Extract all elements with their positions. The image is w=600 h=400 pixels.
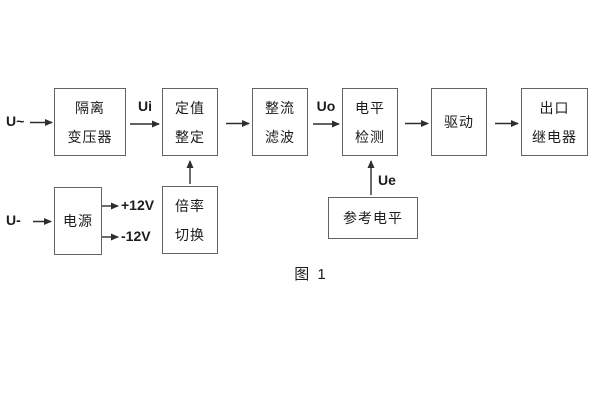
- block-reference-level: 参考电平: [328, 197, 418, 239]
- block-power-supply: 电源: [54, 187, 102, 255]
- neg-rail-label: -12V: [121, 228, 151, 244]
- block-isolation-transformer: 隔离 变压器: [54, 88, 126, 156]
- block-ratio-switch: 倍率 切换: [162, 186, 218, 254]
- figure-caption: 图 1: [294, 266, 328, 283]
- block-label-line: 隔离: [75, 99, 105, 116]
- block-label-line: 整定: [175, 128, 205, 145]
- block-driver: 驱动: [431, 88, 487, 156]
- block-label-line: 定值: [175, 99, 205, 116]
- block-label-line: 参考电平: [343, 210, 403, 226]
- dc-input-label: U-: [6, 212, 21, 228]
- uo-signal-label: Uo: [316, 98, 336, 114]
- block-label-line: 倍率: [175, 197, 205, 214]
- block-label-line: 整流: [265, 99, 295, 116]
- ue-signal-label: Ue: [378, 172, 396, 188]
- block-label-line: 检测: [355, 128, 385, 145]
- ac-input-label: U~: [6, 113, 25, 129]
- block-label-line: 切换: [175, 226, 205, 243]
- block-rectifier-filter: 整流 滤波: [252, 88, 308, 156]
- block-label-line: 驱动: [444, 114, 474, 130]
- block-label-line: 电源: [63, 213, 93, 229]
- block-label-line: 出口: [539, 99, 570, 116]
- block-label-line: 继电器: [532, 128, 577, 145]
- block-setpoint-adjust: 定值 整定: [162, 88, 218, 156]
- block-label-line: 滤波: [265, 128, 295, 145]
- pos-rail-label: +12V: [121, 197, 155, 213]
- block-level-detect: 电平 检测: [342, 88, 398, 156]
- ui-signal-label: Ui: [138, 98, 152, 114]
- block-label-line: 变压器: [67, 128, 113, 145]
- block-label-line: 电平: [355, 99, 385, 116]
- block-output-relay: 出口 继电器: [521, 88, 588, 156]
